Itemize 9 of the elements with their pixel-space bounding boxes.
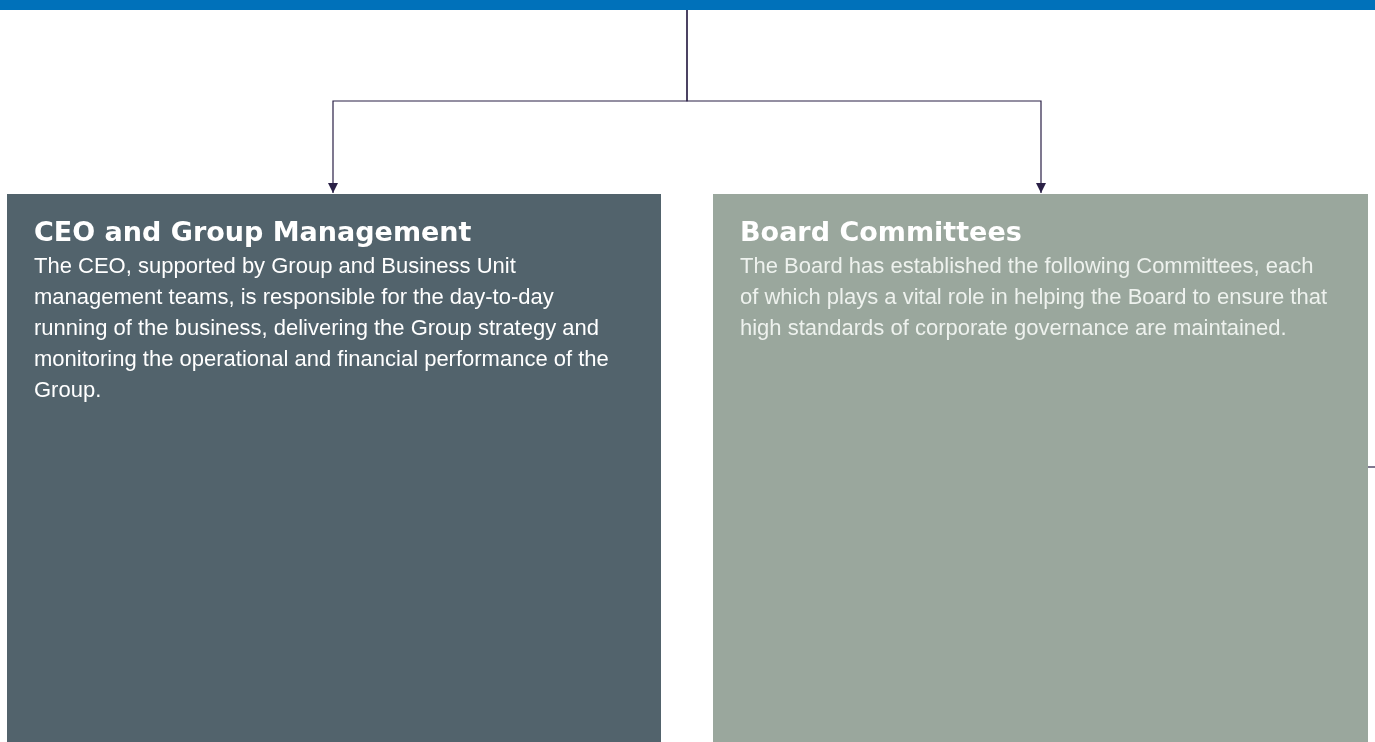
card-title: CEO and Group Management: [34, 215, 473, 249]
card-title: Board Committees: [740, 215, 1023, 249]
info-card: [713, 194, 1368, 742]
card-description: The CEO, supported by Group and Business Unit management teams, is responsible for the day-to-day running of the business, delivering the Group strategy and monitoring the operational and financial performance of the Group.: [34, 252, 610, 404]
arrow: [686, 9, 1046, 194]
connector-line: [1367, 466, 1375, 468]
card-description: The Board has established the following Committees, each of which plays a vital role in helping the Board to ensure that high standards of corporate governance are maintained.: [740, 252, 1328, 342]
header-bar: [0, 0, 1375, 10]
info-card: [7, 194, 661, 742]
